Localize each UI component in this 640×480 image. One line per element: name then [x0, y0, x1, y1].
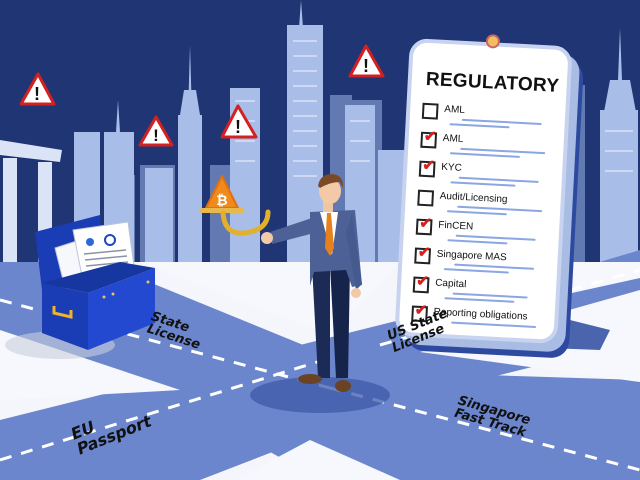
- board-title: REGULATORY: [425, 68, 560, 97]
- check-mark-icon: ✔: [415, 272, 430, 291]
- checkbox-unchecked[interactable]: [421, 102, 439, 120]
- bitcoin-icon: ₿: [200, 175, 244, 213]
- svg-text:!: !: [363, 56, 369, 76]
- board-pin: [485, 33, 501, 49]
- checklist-label: Capital: [434, 277, 467, 291]
- warning-triangle-icon: !: [348, 44, 385, 78]
- check-mark-icon: ✔: [421, 156, 436, 175]
- building-windows: [235, 40, 633, 177]
- checkbox-checked[interactable]: ✔: [420, 127, 438, 149]
- checkbox-checked[interactable]: ✔: [414, 243, 432, 265]
- warning-triangle-icon: !: [138, 115, 174, 147]
- briefcase-front-right: [88, 268, 155, 350]
- check-mark-icon: ✔: [417, 243, 431, 262]
- checkbox-checked[interactable]: ✔: [412, 272, 430, 294]
- checklist-label: Singapore MAS: [436, 248, 507, 264]
- regulatory-checklist-board: REGULATORY AML ✔ AML ✔ KYC: [394, 33, 573, 345]
- checklist-label: FinCEN: [437, 219, 474, 233]
- check-mark-icon: ✔: [423, 127, 437, 146]
- check-mark-icon: ✔: [418, 214, 433, 233]
- checklist-label: AML: [442, 132, 464, 145]
- orange-tie: [325, 213, 334, 256]
- checklist: AML ✔ AML ✔ KYC Audit/Licensing: [410, 102, 557, 342]
- warning-triangle-icon: !: [19, 72, 56, 106]
- svg-text:!: !: [235, 117, 241, 137]
- checklist-label: KYC: [440, 161, 463, 174]
- checkbox-unchecked[interactable]: [417, 189, 435, 207]
- warning-triangle-icon: !: [220, 104, 258, 139]
- svg-text:!: !: [34, 84, 40, 104]
- person-shadow: [250, 377, 390, 413]
- bitcoin-glyph: ₿: [216, 193, 227, 209]
- checkbox-checked[interactable]: ✔: [418, 156, 436, 178]
- briefcase-handle: [52, 306, 73, 319]
- checkbox-checked[interactable]: ✔: [415, 214, 433, 236]
- magnet-hook: [220, 209, 271, 236]
- checklist-label: Audit/Licensing: [439, 190, 508, 206]
- checklist-label: AML: [444, 103, 466, 116]
- hair: [318, 174, 344, 188]
- svg-text:!: !: [153, 126, 159, 145]
